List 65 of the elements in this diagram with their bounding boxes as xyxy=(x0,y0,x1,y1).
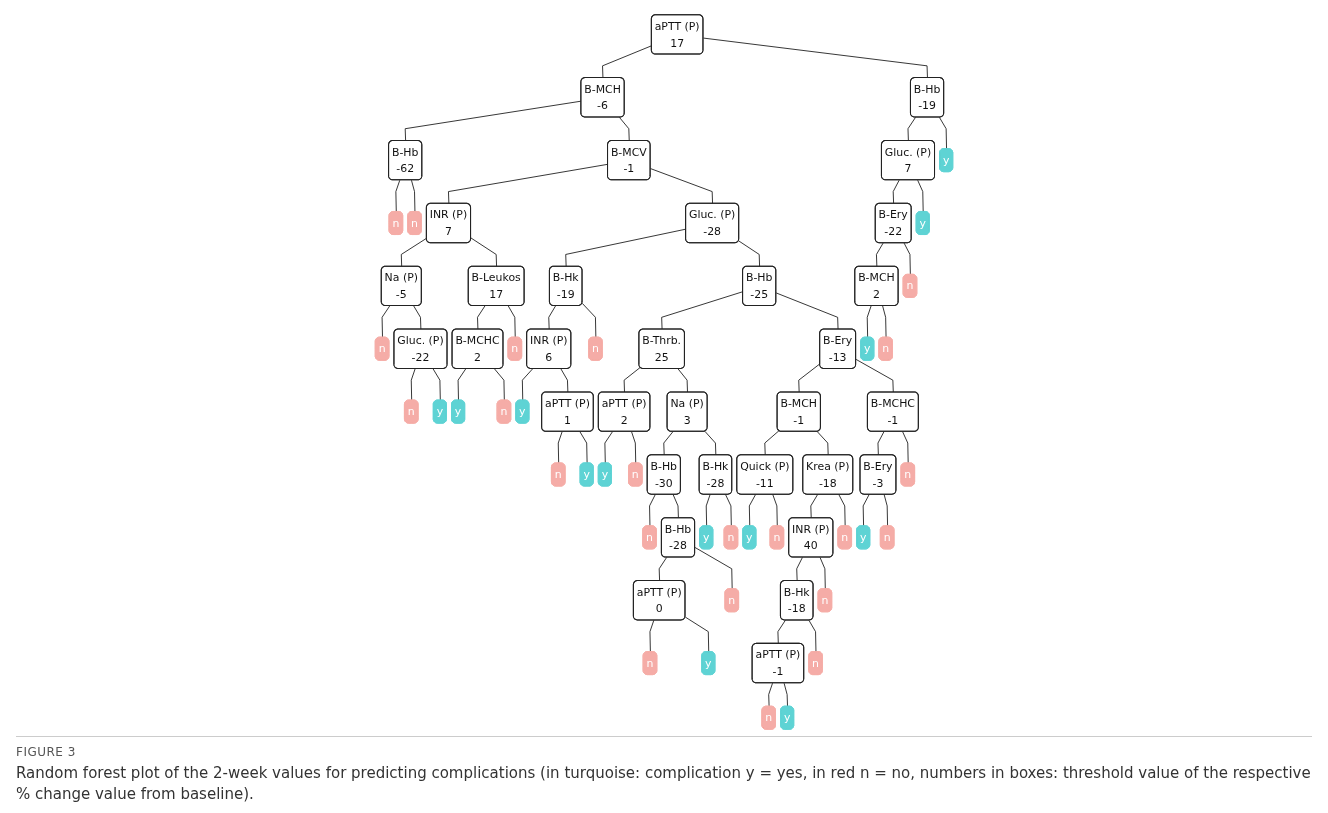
connector xyxy=(548,305,556,330)
connector xyxy=(677,368,688,393)
connector xyxy=(650,168,713,205)
connector xyxy=(477,305,486,330)
connector xyxy=(470,237,497,267)
connector xyxy=(410,368,416,401)
connector xyxy=(775,292,839,330)
connector xyxy=(725,494,732,527)
connector xyxy=(649,619,655,653)
connector xyxy=(432,368,441,401)
connector xyxy=(400,237,428,267)
connector xyxy=(819,557,826,590)
connector xyxy=(705,494,711,527)
connector xyxy=(877,431,885,456)
connector xyxy=(808,619,817,653)
connector xyxy=(619,116,630,142)
connector xyxy=(810,494,818,519)
connector xyxy=(738,240,761,267)
connector xyxy=(411,179,416,213)
connector xyxy=(658,557,668,582)
connector xyxy=(768,682,773,708)
connector xyxy=(855,358,894,393)
connector xyxy=(816,431,829,456)
connector xyxy=(876,242,884,267)
connector xyxy=(413,305,422,330)
connector xyxy=(907,116,916,142)
connector xyxy=(917,179,924,213)
connector xyxy=(798,363,821,393)
connector xyxy=(702,37,928,79)
connector xyxy=(704,430,717,456)
connector xyxy=(395,179,401,213)
connector xyxy=(381,305,391,339)
connector xyxy=(796,557,803,582)
connector xyxy=(623,366,641,393)
figure-number: FIGURE 3 xyxy=(16,745,77,759)
connector xyxy=(560,368,569,393)
connector xyxy=(902,431,909,464)
connector xyxy=(521,368,534,401)
connector xyxy=(663,431,674,456)
connector xyxy=(684,616,710,653)
connector xyxy=(631,431,637,464)
connector xyxy=(694,547,733,590)
connector xyxy=(866,305,872,339)
connector xyxy=(649,494,656,527)
connector xyxy=(457,368,467,401)
connector xyxy=(903,242,911,276)
connector xyxy=(557,431,563,464)
connector xyxy=(883,494,888,527)
connector xyxy=(882,305,887,339)
connector xyxy=(581,302,597,339)
connector xyxy=(777,619,786,645)
connector xyxy=(748,494,756,527)
connector xyxy=(772,494,778,527)
connector xyxy=(862,494,870,527)
connector xyxy=(604,431,613,464)
figure-caption: Random forest plot of the 2-week values for predicting complications (in turquoise: complication y = yes, in red n = no, numbers in boxes: threshold value of the respective % change value from baseline). xyxy=(16,763,1312,805)
connector xyxy=(939,116,947,150)
connector xyxy=(494,368,505,401)
connector xyxy=(764,430,780,456)
connector xyxy=(579,431,588,464)
connector xyxy=(783,682,788,708)
connector xyxy=(892,179,900,205)
connector xyxy=(507,305,516,339)
connector xyxy=(838,494,846,527)
connector xyxy=(672,494,679,519)
